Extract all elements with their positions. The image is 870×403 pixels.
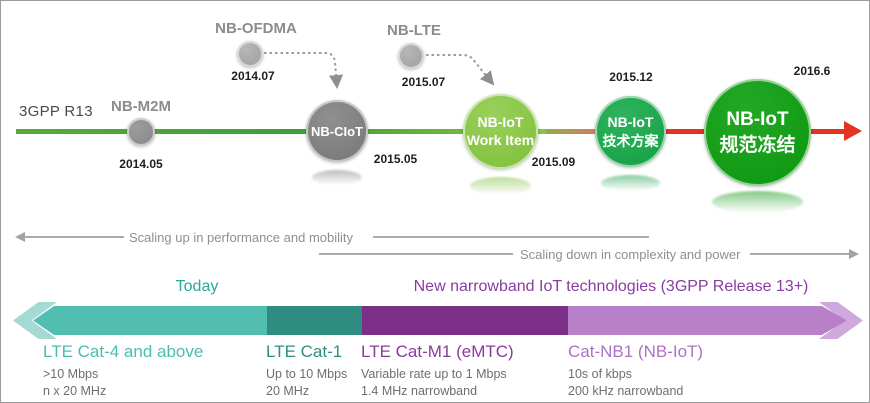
timeline-segment-tan: [546, 129, 616, 134]
date-tech-plan: 2015.12: [609, 70, 653, 84]
column-lte-catm1-rate: Variable rate up to 1 Mbps: [361, 367, 507, 381]
reflection-spec-freeze: [712, 191, 803, 213]
column-lte-cat1-rate: Up to 10 Mbps: [266, 367, 348, 381]
node-nbiot-spec-freeze: NB-IoT 规范冻结: [704, 79, 811, 186]
column-cat-nb1-title: Cat-NB1 (NB-IoT): [568, 342, 704, 361]
node-work-item-line1: NB-IoT: [477, 114, 524, 130]
date-nb-ciot: 2015.05: [373, 152, 418, 166]
reflection-nb-ciot: [312, 170, 362, 185]
scaling-down-line-left: [319, 253, 513, 255]
node-spec-freeze-line1: NB-IoT: [726, 108, 789, 130]
column-lte-cat4-bandwidth: n x 20 MHz: [43, 383, 107, 398]
column-lte-catm1-title: LTE Cat-M1 (eMTC): [361, 342, 514, 361]
scaling-down-line-right: [750, 253, 849, 255]
node-spec-freeze-line2: 规范冻结: [719, 134, 796, 156]
scaling-up-label: Scaling up in performance and mobility: [129, 230, 354, 245]
scaling-down-arrowhead-icon: [849, 249, 859, 259]
column-lte-catm1: LTE Cat-M1 (eMTC) Variable rate up to 1 …: [361, 342, 514, 399]
node-nb-ciot-label: NB-CIoT: [311, 123, 363, 139]
column-lte-cat1-title: LTE Cat-1: [266, 342, 343, 361]
bar-segment-lte-cat1: [267, 306, 362, 335]
scaling-down-label: Scaling down in complexity and power: [520, 247, 741, 262]
timeline-arrowhead-icon: [844, 121, 862, 141]
date-nb-ofdma: 2014.07: [231, 69, 275, 83]
column-lte-cat1: LTE Cat-1 Up to 10 Mbps 20 MHz: [266, 342, 347, 399]
node-nbiot-work-item: NB-IoT Work Item: [463, 94, 538, 169]
scaling-up-line-left: [24, 236, 124, 238]
date-nb-m2m: 2014.05: [119, 157, 163, 171]
label-nb-ofdma: NB-OFDMA: [215, 20, 297, 37]
bar-segment-lte-cat4: [33, 306, 267, 335]
column-cat-nb1: Cat-NB1 (NB-IoT) 10s of kbps 200 kHz nar…: [568, 342, 703, 399]
new-technologies-label: New narrowband IoT technologies (3GPP Re…: [413, 278, 809, 295]
node-nb-ofdma: [237, 41, 263, 67]
label-nb-lte: NB-LTE: [387, 22, 441, 39]
column-cat-nb1-rate: 10s of kbps: [568, 367, 632, 381]
timeline-segment-green: [16, 129, 546, 134]
node-nb-ciot: NB-CIoT: [306, 100, 368, 162]
column-lte-catm1-bandwidth: 1.4 MHz narrowband: [361, 383, 478, 398]
date-work-item: 2015.09: [531, 155, 576, 169]
scaling-up-line-right: [373, 236, 649, 238]
column-lte-cat1-bandwidth: 20 MHz: [266, 383, 310, 398]
node-nbiot-tech-plan: NB-IoT 技术方案: [595, 96, 666, 167]
column-lte-cat4-title: LTE Cat-4 and above: [43, 342, 204, 361]
column-cat-nb1-bandwidth: 200 kHz narrowband: [568, 383, 684, 398]
reflection-work-item: [470, 177, 531, 195]
node-nb-lte: [398, 43, 424, 69]
date-nb-lte: 2015.07: [401, 75, 446, 89]
node-work-item-line2: Work Item: [466, 131, 535, 148]
bar-segment-lte-catm1: [362, 306, 568, 335]
node-tech-plan-line2: 技术方案: [602, 132, 659, 149]
era-label: 3GPP R13: [19, 103, 93, 120]
column-lte-cat4-rate: >10 Mbps: [43, 367, 99, 381]
date-spec-freeze: 2016.6: [793, 64, 831, 78]
today-label: Today: [175, 278, 219, 295]
column-lte-cat4: LTE Cat-4 and above >10 Mbps n x 20 MHz: [43, 342, 203, 399]
scaling-up-arrowhead-icon: [15, 232, 25, 242]
bar-segment-cat-nb1: [568, 306, 847, 335]
label-nb-m2m: NB-M2M: [111, 98, 171, 115]
node-tech-plan-line1: NB-IoT: [607, 114, 654, 131]
reflection-tech-plan: [601, 175, 660, 191]
node-nb-m2m: [127, 118, 155, 146]
